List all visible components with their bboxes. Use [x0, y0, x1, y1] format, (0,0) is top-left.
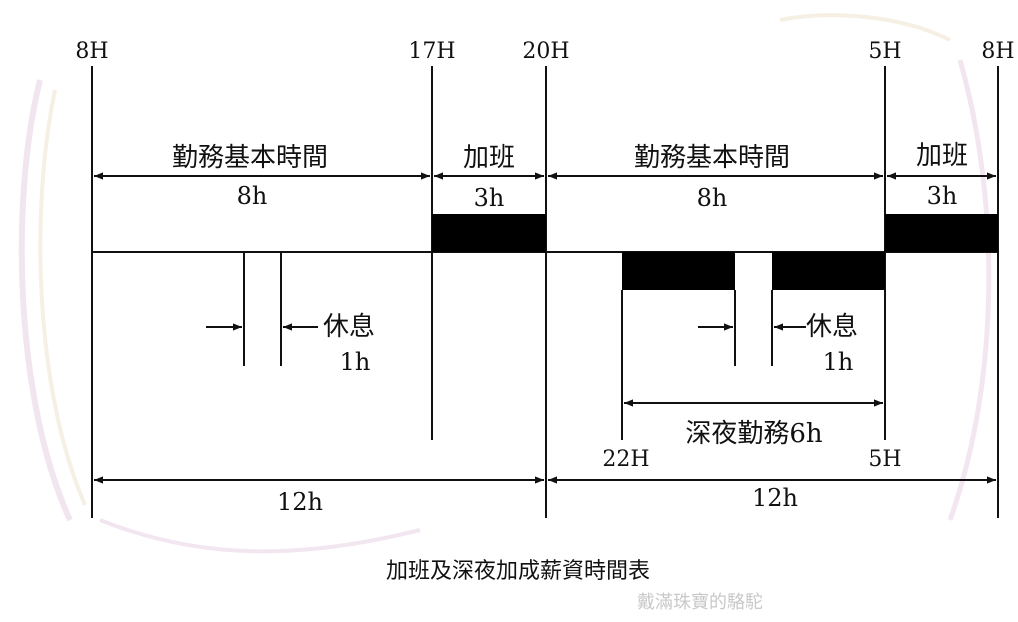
watermark-graphic — [18, 13, 992, 554]
time-label-8h-end: 8H — [981, 39, 1014, 64]
night-total-hours: 12h — [752, 484, 798, 512]
time-label-5h-bottom: 5H — [868, 447, 901, 472]
day-overtime-hours: 3h — [474, 184, 505, 212]
time-label-20h: 20H — [522, 39, 569, 64]
night-overtime-label: 加班 — [916, 141, 968, 171]
watermark-signature: 戴滿珠寶的駱駝 — [637, 592, 763, 613]
night-overtime-hours: 3h — [927, 182, 958, 210]
day-basic-label: 勤務基本時間 — [172, 143, 328, 173]
day-total-hours: 12h — [277, 488, 323, 516]
day-overtime-label: 加班 — [463, 143, 515, 173]
time-label-5h: 5H — [868, 39, 901, 64]
day-rest-hours: 1h — [340, 348, 371, 376]
time-label-22h: 22H — [602, 447, 649, 472]
diagram-caption: 加班及深夜加成薪資時間表 — [386, 559, 650, 584]
night-basic-label: 勤務基本時間 — [634, 143, 790, 173]
time-label-17h: 17H — [408, 39, 455, 64]
night-basic-hours: 8h — [697, 184, 728, 212]
night-rest-label: 休息 — [806, 312, 858, 342]
night-overtime-block — [885, 214, 998, 252]
day-basic-hours: 8h — [237, 182, 268, 210]
day-overtime-block — [432, 214, 546, 252]
late-night-block-2 — [772, 252, 885, 290]
late-night-label: 深夜勤務6h — [685, 419, 823, 449]
time-label-8h-start: 8H — [75, 39, 108, 64]
night-rest-hours: 1h — [823, 348, 854, 376]
day-rest-label: 休息 — [323, 312, 375, 342]
late-night-block-1 — [622, 252, 735, 290]
